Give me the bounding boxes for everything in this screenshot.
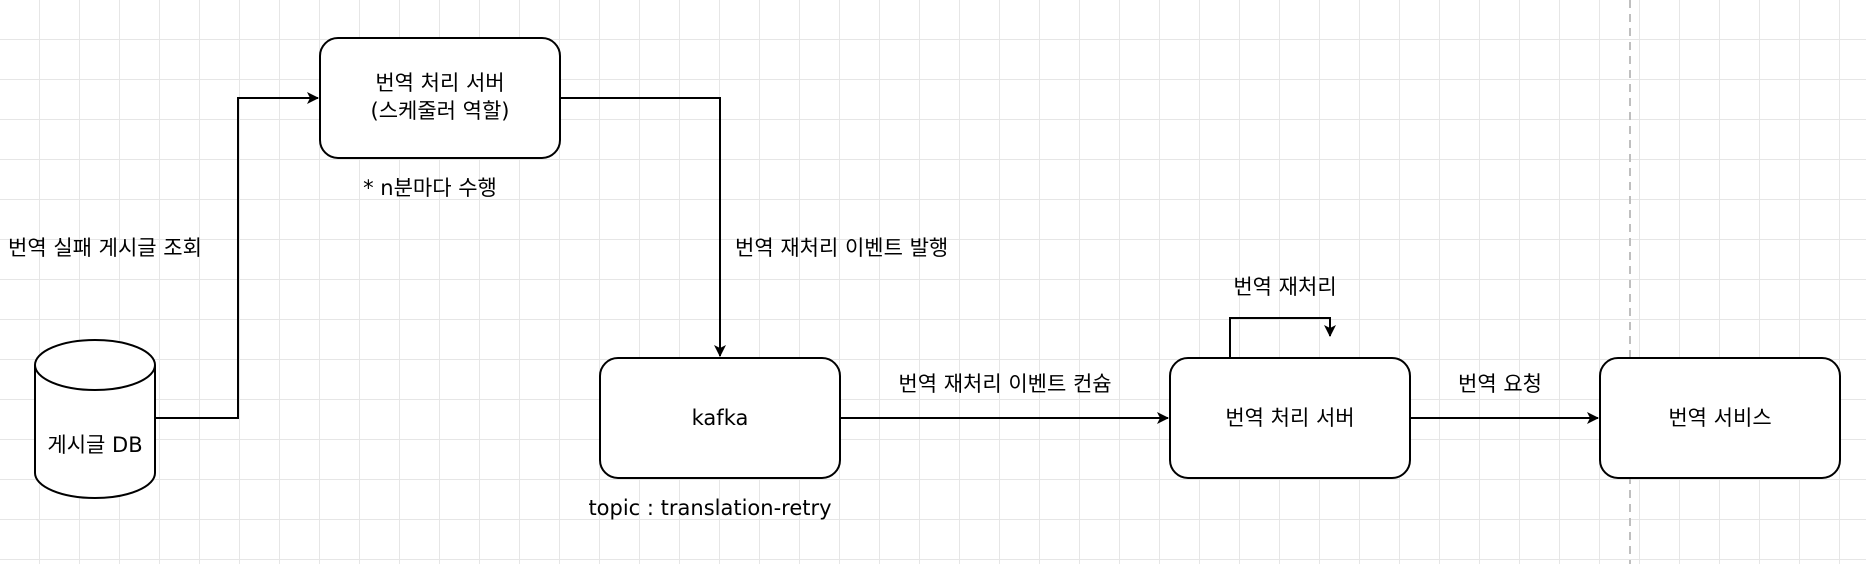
edge-label-db-to-scheduler: 번역 실패 게시글 조회 bbox=[8, 236, 202, 260]
node-translation-service[interactable]: 번역 서비스 bbox=[1599, 357, 1841, 479]
node-post-db[interactable]: 게시글 DB bbox=[34, 339, 156, 499]
node-translation-server[interactable]: 번역 처리 서버 bbox=[1169, 357, 1411, 479]
node-scheduler-server[interactable]: 번역 처리 서버 (스케줄러 역할) bbox=[319, 37, 561, 159]
translation-service-label: 번역 서비스 bbox=[1668, 406, 1771, 430]
translation-server-label: 번역 처리 서버 bbox=[1225, 406, 1354, 430]
edge-server-self-loop bbox=[1229, 317, 1336, 357]
scheduler-server-label-line2: (스케줄러 역할) bbox=[371, 99, 510, 123]
kafka-label: kafka bbox=[692, 406, 749, 430]
scheduler-note: * n분마다 수행 bbox=[363, 176, 497, 200]
edge-scheduler-to-kafka bbox=[560, 97, 726, 357]
edge-label-scheduler-to-kafka: 번역 재처리 이벤트 발행 bbox=[735, 236, 948, 260]
edge-label-server-to-service: 번역 요청 bbox=[1458, 372, 1542, 396]
edge-label-server-self-loop: 번역 재처리 bbox=[1233, 275, 1336, 299]
kafka-topic-note: topic : translation-retry bbox=[588, 496, 831, 520]
post-db-label: 게시글 DB bbox=[47, 433, 142, 457]
edge-db-to-scheduler bbox=[155, 92, 319, 419]
edge-label-kafka-to-server: 번역 재처리 이벤트 컨슘 bbox=[898, 372, 1111, 396]
scheduler-server-label-line1: 번역 처리 서버 bbox=[375, 71, 504, 95]
node-kafka[interactable]: kafka bbox=[599, 357, 841, 479]
